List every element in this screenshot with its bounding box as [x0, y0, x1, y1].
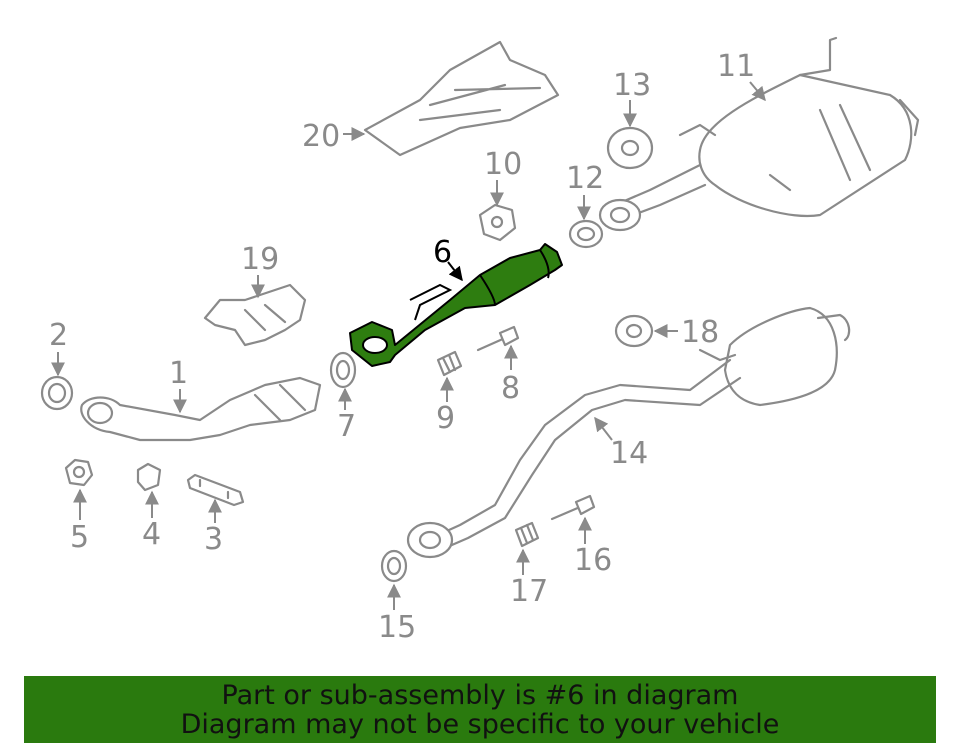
part-2-gasket[interactable] [40, 375, 74, 411]
part-18-hanger[interactable] [614, 314, 654, 348]
part-4-clip[interactable] [136, 462, 162, 492]
svg-text:17: 17 [510, 574, 548, 609]
callout-2: 2 [49, 318, 68, 377]
callout-19: 19 [241, 242, 279, 299]
callout-4: 4 [142, 490, 161, 552]
part-9-sleeve[interactable] [436, 350, 463, 377]
svg-text:15: 15 [378, 610, 416, 645]
part-11-muffler[interactable] [613, 36, 920, 220]
svg-text:14: 14 [610, 436, 648, 471]
callout-3: 3 [204, 498, 223, 557]
callout-6: 6 [433, 235, 463, 282]
callout-18: 18 [653, 315, 719, 350]
callout-11: 11 [717, 49, 766, 102]
callout-8: 8 [501, 344, 520, 406]
svg-text:12: 12 [566, 161, 604, 196]
svg-text:20: 20 [302, 119, 340, 154]
svg-text:10: 10 [484, 147, 522, 182]
part-20-heat-shield[interactable] [363, 40, 560, 157]
part-14-rear-pipe[interactable] [406, 306, 851, 559]
callout-1: 1 [169, 356, 188, 414]
svg-text:16: 16 [574, 543, 612, 578]
svg-text:11: 11 [717, 49, 755, 84]
part-12-gasket[interactable] [568, 219, 604, 249]
banner-line-part: Part or sub-assembly is #6 in diagram [221, 680, 739, 711]
part-5-nut[interactable] [64, 458, 94, 487]
part-17-sleeve[interactable] [514, 521, 540, 548]
callout-5: 5 [70, 488, 89, 555]
callout-20: 20 [302, 119, 366, 154]
part-13-hanger[interactable] [606, 126, 654, 170]
part-6-center-pipe-highlighted[interactable] [349, 243, 563, 367]
callout-13: 13 [613, 68, 651, 128]
callout-15: 15 [378, 583, 416, 645]
part-3-bracket[interactable] [186, 473, 245, 507]
muffler-inlet-flange [598, 198, 642, 232]
svg-text:3: 3 [204, 522, 223, 557]
svg-text:18: 18 [681, 315, 719, 350]
part-1-front-pipe[interactable] [80, 376, 322, 442]
callout-10: 10 [484, 147, 522, 207]
callout-14: 14 [594, 416, 648, 471]
callout-9: 9 [436, 376, 455, 436]
svg-text:13: 13 [613, 68, 651, 103]
svg-text:2: 2 [49, 318, 68, 353]
callout-12: 12 [566, 161, 604, 221]
callout-7: 7 [337, 387, 356, 444]
banner-line-disclaimer: Diagram may not be specific to your vehi… [180, 709, 780, 740]
svg-text:5: 5 [70, 520, 89, 555]
svg-text:19: 19 [241, 242, 279, 277]
part-19-heat-shield[interactable] [203, 283, 307, 347]
svg-text:4: 4 [142, 517, 161, 552]
exhaust-parts-diagram: 20 11 13 10 12 6 19 2 1 7 9 8 [40, 36, 920, 645]
part-16-bolt[interactable] [550, 494, 596, 521]
part-8-bolt[interactable] [476, 325, 520, 352]
svg-text:6: 6 [433, 235, 452, 270]
part-notice-banner: Part or sub-assembly is #6 in diagram Di… [24, 676, 936, 743]
part-10-bracket[interactable] [478, 203, 517, 242]
part-15-gasket[interactable] [380, 549, 408, 583]
svg-text:1: 1 [169, 356, 188, 391]
svg-text:9: 9 [436, 401, 455, 436]
callout-16: 16 [574, 516, 612, 578]
part-7-gasket[interactable] [329, 351, 357, 389]
callout-17: 17 [510, 548, 548, 609]
svg-text:8: 8 [501, 371, 520, 406]
svg-text:7: 7 [337, 409, 356, 444]
